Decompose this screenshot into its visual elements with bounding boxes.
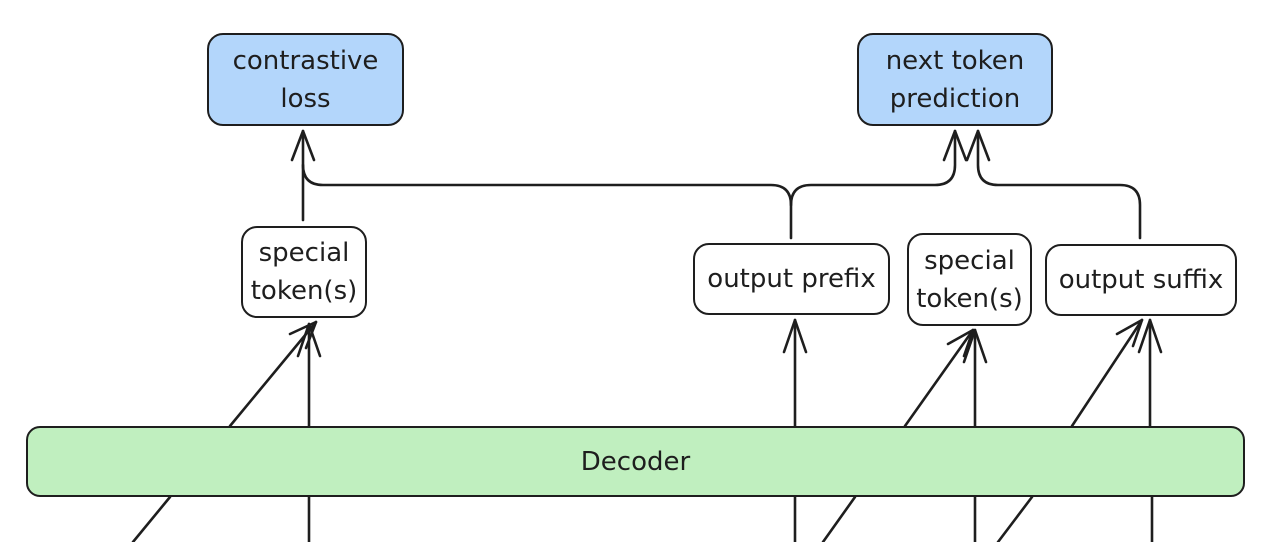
output-prefix-box: output prefix — [693, 243, 890, 315]
output-suffix-box: output suffix — [1045, 244, 1237, 316]
arrowhead-special-right-vertical — [962, 328, 988, 364]
contrastive-loss-box: contrastive loss — [207, 33, 404, 126]
decoder-box: Decoder — [26, 426, 1245, 497]
arrowhead-next-token-left — [942, 129, 968, 162]
arrow-below-decoder-suffix-diagonal — [996, 495, 1034, 542]
arrowhead-special-right-diagonal — [946, 328, 975, 358]
arrow-below-decoder-left-diagonal — [131, 495, 172, 542]
arrowhead-contrastive — [290, 129, 316, 162]
arrow-prefix-branch-left — [301, 163, 793, 207]
arrowhead-next-token-right — [965, 129, 991, 162]
arrowhead-suffix-vertical — [1137, 318, 1163, 354]
arrow-suffix-to-next-token — [976, 129, 1142, 240]
arrowhead-special-left-diagonal — [288, 320, 318, 350]
arrowhead-suffix-diagonal — [1115, 318, 1144, 348]
arrowhead-prefix — [782, 318, 808, 354]
arrow-diagonal-special-left — [228, 320, 318, 428]
next-token-prediction-box: next token prediction — [857, 33, 1053, 126]
arrow-diagonal-suffix — [1070, 318, 1144, 428]
arrow-diagonal-special-right — [903, 328, 975, 428]
special-tokens-right-box: special token(s) — [907, 233, 1032, 326]
arrow-below-decoder-special-right-diagonal — [821, 495, 857, 542]
arrow-prefix-to-next-token — [789, 129, 957, 240]
special-tokens-left-box: special token(s) — [241, 226, 367, 318]
